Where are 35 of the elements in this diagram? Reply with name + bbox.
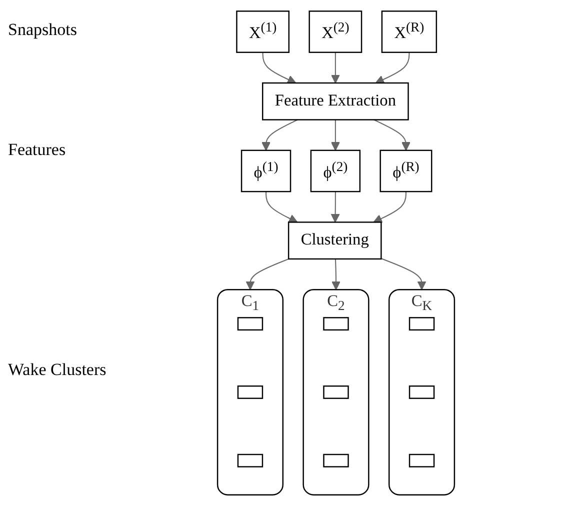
row-label: Snapshots xyxy=(8,20,77,40)
cluster: C$_{1}$ xyxy=(216,288,284,496)
node-box xyxy=(323,454,349,468)
node-box xyxy=(408,317,435,331)
cluster: C$_{2}$ xyxy=(302,288,370,496)
node-box: X$^{(R)}$ xyxy=(381,10,438,53)
node-box: ϕ$^{(2)}$ xyxy=(310,150,361,192)
node-box xyxy=(237,385,264,399)
arrow xyxy=(262,119,298,151)
node-box: ϕ$^{(R)}$ xyxy=(380,150,432,192)
node-box xyxy=(237,317,264,331)
node-box xyxy=(408,454,435,468)
arrow xyxy=(375,52,410,84)
arrow xyxy=(373,192,406,223)
node-box xyxy=(323,385,349,399)
node-box xyxy=(323,317,349,331)
arrow xyxy=(374,119,410,151)
node-box: X$^{(1)}$ xyxy=(236,10,290,53)
node-box xyxy=(237,454,264,468)
arrow xyxy=(380,258,426,290)
cluster: C$_{K}$ xyxy=(388,288,456,496)
node-box: ϕ$^{(1)}$ xyxy=(240,150,292,192)
node-box: X$^{(2)}$ xyxy=(308,10,362,53)
node-box: Clustering xyxy=(288,222,382,260)
arrow xyxy=(330,192,340,223)
node-box: Feature Extraction xyxy=(262,82,409,120)
row-label: Wake Clusters xyxy=(8,360,106,380)
arrow xyxy=(332,258,340,290)
arrow xyxy=(262,52,296,84)
arrow xyxy=(266,192,298,223)
arrow xyxy=(246,258,289,290)
row-label: Features xyxy=(8,140,66,160)
arrow xyxy=(330,120,340,151)
node-box xyxy=(408,385,435,399)
arrow xyxy=(330,52,340,84)
